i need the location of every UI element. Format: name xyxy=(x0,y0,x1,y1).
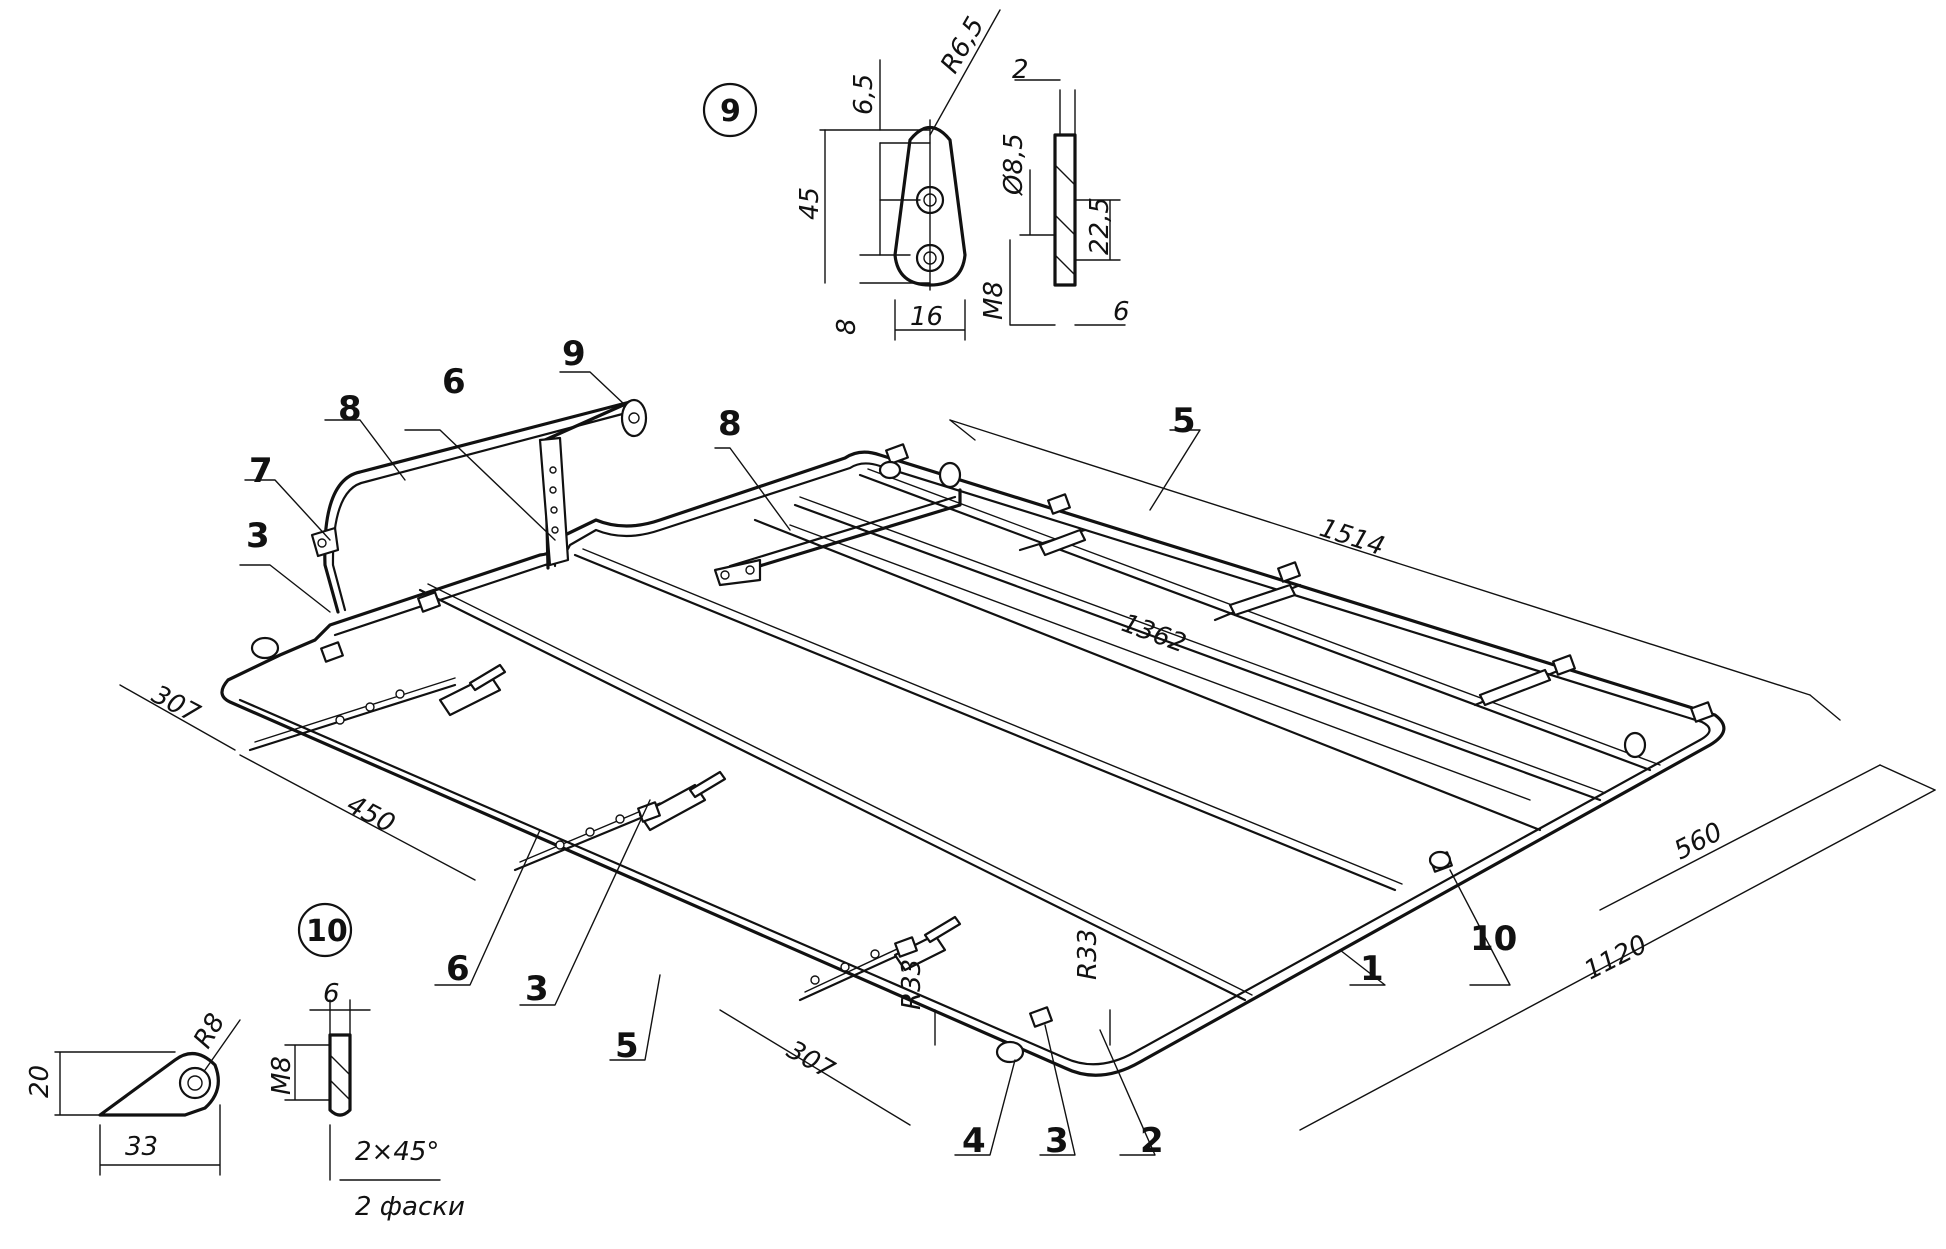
detail-9-marker: 9 xyxy=(720,94,741,129)
part-label-8-mid: 8 xyxy=(718,404,742,444)
detail-9-r: R6,5 xyxy=(935,12,991,78)
part-label-3-mid: 3 xyxy=(525,969,549,1009)
rail-6 xyxy=(858,473,1652,772)
cross-left-2 xyxy=(513,808,662,872)
dim-1362: 1362 xyxy=(1118,608,1190,659)
part-label-7: 7 xyxy=(249,451,273,491)
backrest xyxy=(310,398,648,614)
detail-10-marker-circle xyxy=(297,902,353,958)
detail-9-d65: 6,5 xyxy=(849,74,879,115)
part-label-1: 1 xyxy=(1360,949,1384,989)
dim-307-top: 307 xyxy=(147,680,205,730)
detail-10-d20: 20 xyxy=(25,1065,55,1098)
rivets xyxy=(335,689,880,985)
detail-9-dia: Ø8,5 xyxy=(999,133,1029,196)
dim-1120: 1120 xyxy=(1580,929,1653,986)
detail-9-d2: 2 xyxy=(1012,55,1029,85)
detail-10: 10 xyxy=(54,902,441,1181)
part-leaders xyxy=(239,371,1511,1156)
detail-10-chamfer-note: 2 фаски xyxy=(355,1192,465,1222)
part-label-5-bottom: 5 xyxy=(615,1026,639,1066)
rail-5 xyxy=(799,496,1606,794)
part-label-4: 4 xyxy=(962,1121,986,1161)
cross-left-1b xyxy=(254,677,456,743)
detail-9-d45: 45 xyxy=(795,187,825,220)
detail-10-d33: 33 xyxy=(125,1132,158,1162)
frame-outer-tube xyxy=(220,450,1726,1077)
detail-10-m8: M8 xyxy=(267,1056,297,1095)
detail-9-labels: R6,5 6,5 45 8 16 2 Ø8,5 22,5 M8 6 xyxy=(795,12,1130,335)
cross-left-3b xyxy=(804,942,911,993)
dim-r33-left: R33 xyxy=(897,959,927,1010)
mid-backrest xyxy=(713,488,962,587)
bracket-plates xyxy=(438,528,1552,972)
part-label-2: 2 xyxy=(1140,1121,1164,1161)
detail-9-marker-circle xyxy=(702,82,758,138)
part-label-3-bottom: 3 xyxy=(1045,1121,1069,1161)
dim-1514: 1514 xyxy=(1316,513,1388,562)
detail-10-r: R8 xyxy=(188,1009,231,1054)
rail-4 xyxy=(793,503,1602,802)
rail-2 xyxy=(573,553,1397,892)
detail-9-d6: 6 xyxy=(1113,297,1130,327)
cross-left-3 xyxy=(798,948,912,1002)
detail-9-d225: 22,5 xyxy=(1085,197,1115,255)
part-label-9: 9 xyxy=(562,334,586,374)
dim-r33-right: R33 xyxy=(1073,929,1103,980)
part-label-3-left: 3 xyxy=(246,516,270,556)
part-numbers: 8 6 9 7 3 8 5 6 3 5 4 3 2 1 10 xyxy=(246,334,1517,1161)
rail-7 xyxy=(867,468,1661,766)
main-dimension-labels: 1514 1362 560 1120 307 450 307 R33 R33 xyxy=(147,513,1728,1086)
detail-9-d16: 16 xyxy=(910,302,943,332)
main-dimension-lines xyxy=(119,419,1936,1131)
dim-450: 450 xyxy=(342,790,400,840)
frame-inner-tube xyxy=(238,462,1711,1066)
rail-1 xyxy=(418,588,1247,1002)
detail-9: 9 xyxy=(702,9,1126,341)
part-label-5-top: 5 xyxy=(1172,401,1196,441)
part-label-6-top: 6 xyxy=(442,362,466,402)
detail-9-d8: 8 xyxy=(832,318,862,335)
rail-3 xyxy=(753,518,1542,832)
detail-10-labels: R8 20 33 6 M8 2×45° 2 фаски xyxy=(25,979,465,1222)
clamps xyxy=(250,443,1714,1064)
dim-307-bottom: 307 xyxy=(782,1035,840,1086)
frame-assembly xyxy=(220,398,1726,1077)
rail-2b xyxy=(582,548,1403,885)
detail-10-marker: 10 xyxy=(306,914,348,949)
detail-10-chamfer: 2×45° xyxy=(355,1137,439,1167)
part-label-10: 10 xyxy=(1470,919,1517,959)
part-label-8-left: 8 xyxy=(338,389,362,429)
detail-9-m8: M8 xyxy=(979,281,1009,320)
detail-10-d6: 6 xyxy=(323,979,340,1009)
part-label-6-bottom: 6 xyxy=(446,949,470,989)
rail-1b xyxy=(427,583,1253,996)
cross-left-1 xyxy=(248,683,457,752)
